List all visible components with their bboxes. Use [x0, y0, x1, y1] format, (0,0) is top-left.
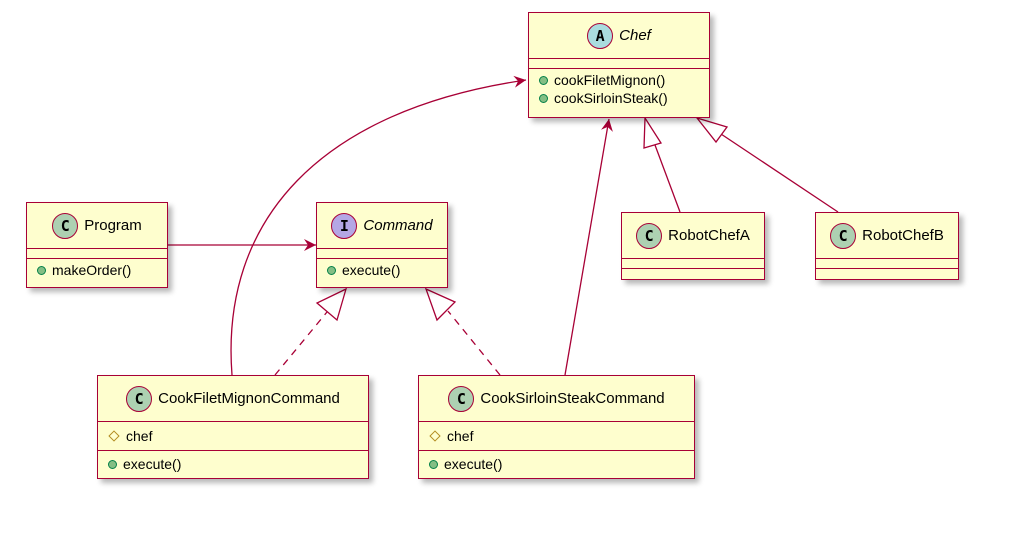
robotchefa-generalization-head [643, 115, 663, 149]
class-cookfiletmignoncommand-fields: chef [98, 422, 368, 451]
method-name: execute() [123, 456, 182, 472]
class-chef-methods: cookFiletMignon() cookSirloinSteak() [529, 69, 709, 109]
class-command-header: I Command [317, 203, 447, 249]
method-name: execute() [342, 262, 401, 278]
class-robotchefb[interactable]: C RobotChefB [815, 212, 959, 280]
method-row: execute() [108, 455, 368, 473]
class-program-methods: makeOrder() [27, 259, 167, 281]
class-program-fields [27, 249, 167, 259]
class-robotchefa-header: C RobotChefA [622, 213, 764, 259]
field-name: chef [447, 428, 474, 444]
class-chef-header: A Chef [529, 13, 709, 59]
public-visibility-icon [37, 265, 46, 275]
class-cooksirloinsteakcommand-methods: execute() [419, 451, 694, 475]
sirloin-realizes-command [447, 310, 501, 376]
filet-realizes-command [274, 311, 328, 376]
public-visibility-icon [108, 459, 117, 469]
class-cookfiletmignoncommand-methods: execute() [98, 451, 368, 475]
interface-stereotype-icon: I [331, 212, 358, 239]
field-row: chef [108, 427, 368, 445]
class-robotchefb-name: RobotChefB [862, 227, 944, 244]
class-program[interactable]: C Program makeOrder() [26, 202, 168, 288]
class-cooksirloinsteakcommand-name: CookSirloinSteakCommand [480, 390, 665, 407]
sirloin-command-chef-association [564, 118, 613, 376]
class-stereotype-icon: C [126, 385, 153, 412]
class-chef[interactable]: A Chef cookFiletMignon() cookSirloinStea… [528, 12, 710, 118]
class-robotchefa-methods [622, 269, 764, 278]
class-program-header: C Program [27, 203, 167, 249]
method-row: cookFiletMignon() [539, 71, 709, 89]
class-stereotype-icon: C [448, 385, 475, 412]
class-command[interactable]: I Command execute() [316, 202, 448, 288]
public-visibility-icon [429, 459, 438, 469]
method-row: cookSirloinSteak() [539, 89, 709, 107]
public-visibility-icon [539, 93, 548, 103]
class-robotchefa-name: RobotChefA [668, 227, 750, 244]
class-robotchefb-header: C RobotChefB [816, 213, 958, 259]
field-name: chef [126, 428, 153, 444]
public-visibility-icon [327, 265, 336, 275]
class-command-name: Command [363, 217, 433, 234]
class-robotchefa-fields [622, 259, 764, 269]
filet-command-chef-association [230, 75, 527, 376]
field-row: chef [429, 427, 694, 445]
robotchefa-extends-chef [654, 144, 681, 213]
class-cooksirloinsteakcommand[interactable]: C CookSirloinSteakCommand chef execute() [418, 375, 695, 479]
robotchefb-generalization-head [695, 116, 729, 144]
class-cooksirloinsteakcommand-fields: chef [419, 422, 694, 451]
public-visibility-icon [539, 75, 548, 85]
class-robotchefb-fields [816, 259, 958, 269]
class-chef-fields [529, 59, 709, 69]
sirloin-realization-head [424, 287, 457, 322]
class-chef-name: Chef [619, 27, 651, 44]
class-stereotype-icon: C [52, 212, 79, 239]
class-cookfiletmignoncommand[interactable]: C CookFiletMignonCommand chef execute() [97, 375, 369, 479]
class-cooksirloinsteakcommand-header: C CookSirloinSteakCommand [419, 376, 694, 422]
method-row: execute() [429, 455, 694, 473]
abstract-stereotype-icon: A [587, 22, 614, 49]
class-program-name: Program [84, 217, 142, 234]
method-name: execute() [444, 456, 503, 472]
method-name: makeOrder() [52, 262, 132, 278]
class-robotchefa[interactable]: C RobotChefA [621, 212, 765, 280]
protected-visibility-icon [108, 430, 120, 442]
protected-visibility-icon [429, 430, 441, 442]
class-cookfiletmignoncommand-name: CookFiletMignonCommand [158, 390, 340, 407]
class-stereotype-icon: C [830, 222, 857, 249]
class-robotchefb-methods [816, 269, 958, 278]
method-row: execute() [327, 261, 447, 279]
class-cookfiletmignoncommand-header: C CookFiletMignonCommand [98, 376, 368, 422]
class-command-fields [317, 249, 447, 259]
method-name: cookSirloinSteak() [554, 90, 668, 106]
method-name: cookFiletMignon() [554, 72, 666, 88]
method-row: makeOrder() [37, 261, 167, 279]
robotchefb-extends-chef [720, 133, 839, 213]
class-stereotype-icon: C [636, 222, 663, 249]
class-command-methods: execute() [317, 259, 447, 281]
filet-realization-head [315, 287, 348, 322]
